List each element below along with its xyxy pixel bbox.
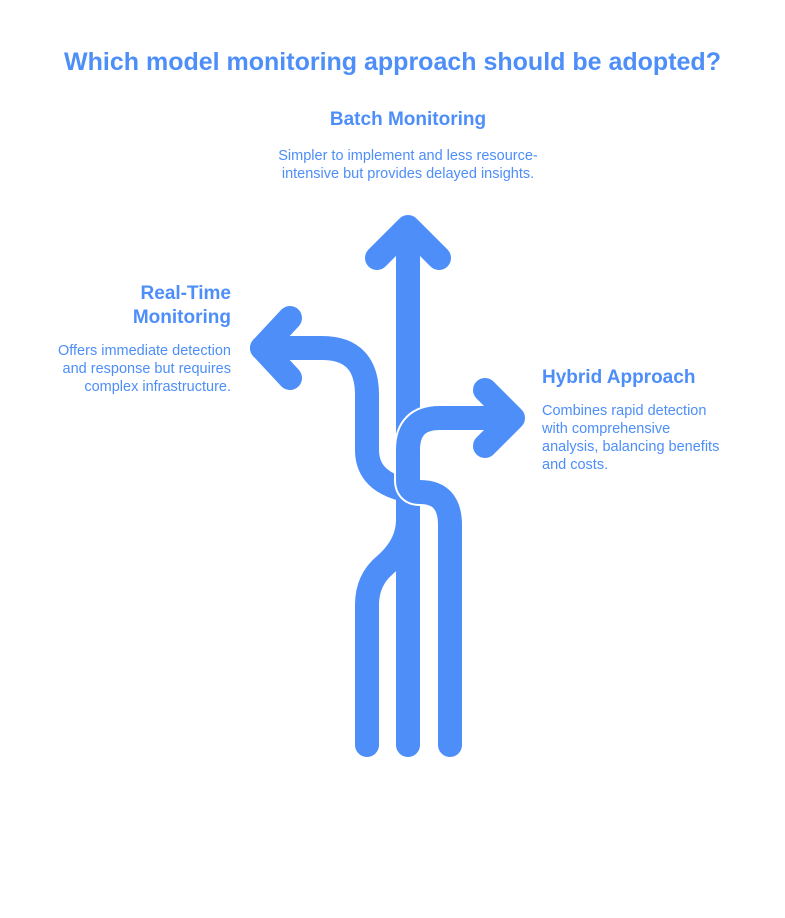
real-time-path [250, 336, 420, 757]
hybrid-approach-heading: Hybrid Approach [542, 367, 696, 388]
real-time-monitoring-description: Offers immediate detection and response … [57, 343, 231, 395]
hybrid-path [396, 406, 517, 757]
hybrid-approach-description: Combines rapid detection with comprehens… [542, 403, 720, 473]
batch-monitoring-heading: Batch Monitoring [329, 109, 487, 130]
batch-arrowhead-icon [365, 215, 451, 270]
batch-monitoring-description: Simpler to implement and less resource-i… [278, 148, 538, 182]
real-time-arrowhead-icon [250, 306, 302, 390]
real-time-monitoring-heading: Real-Time Monitoring [132, 283, 231, 328]
diagram-title: Which model monitoring approach should b… [64, 48, 721, 76]
hybrid-arrowhead-icon [473, 378, 525, 458]
